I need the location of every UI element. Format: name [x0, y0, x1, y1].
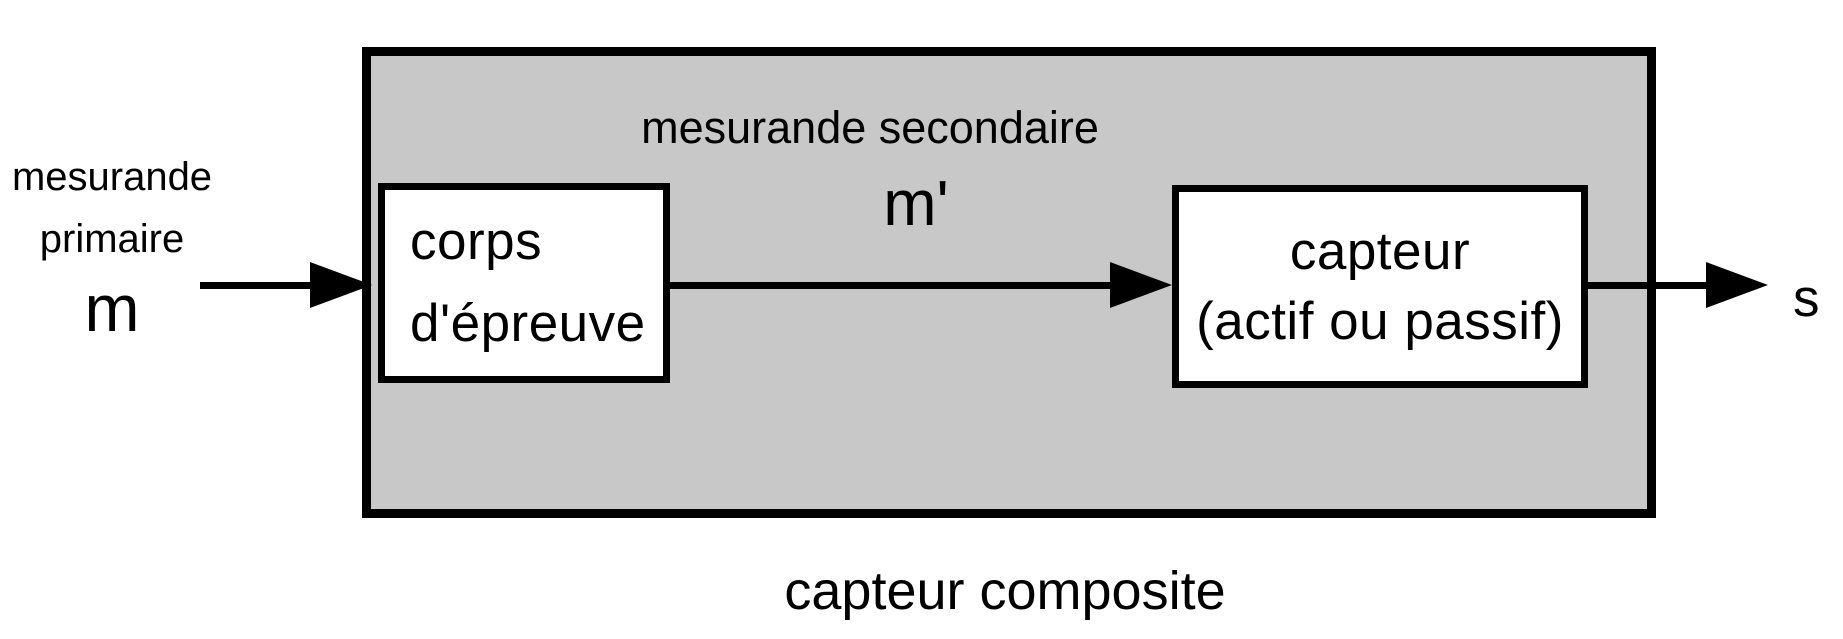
sensor-label-line1: capteur	[1289, 221, 1471, 281]
test-body-label-line1: corps	[410, 212, 543, 271]
output-symbol: s	[1793, 269, 1820, 328]
sensor-label-line2: (actif ou passif)	[1196, 291, 1564, 351]
intermediate-arrow-shaft	[666, 282, 1116, 289]
primary-measurand-symbol: m	[84, 271, 140, 345]
intermediate-arrowhead-icon	[1110, 262, 1172, 308]
input-arrow-shaft	[200, 282, 318, 289]
output-arrow-shaft	[1584, 282, 1708, 289]
test-body-label-line2: d'épreuve	[410, 294, 646, 353]
secondary-measurand-symbol: m'	[883, 167, 949, 239]
secondary-measurand-label: mesurande secondaire	[641, 102, 1099, 153]
primary-measurand-line2: primaire	[39, 217, 185, 261]
primary-measurand-line1: mesurande	[11, 155, 213, 199]
composite-sensor-caption: capteur composite	[784, 561, 1226, 621]
output-arrowhead-icon	[1706, 262, 1768, 308]
primary-measurand-label: mesurande primaire m	[2, 146, 222, 344]
sensor-box: capteur (actif ou passif)	[1172, 185, 1588, 388]
test-body-box: corps d'épreuve	[378, 183, 670, 383]
input-arrowhead-icon	[310, 262, 372, 308]
